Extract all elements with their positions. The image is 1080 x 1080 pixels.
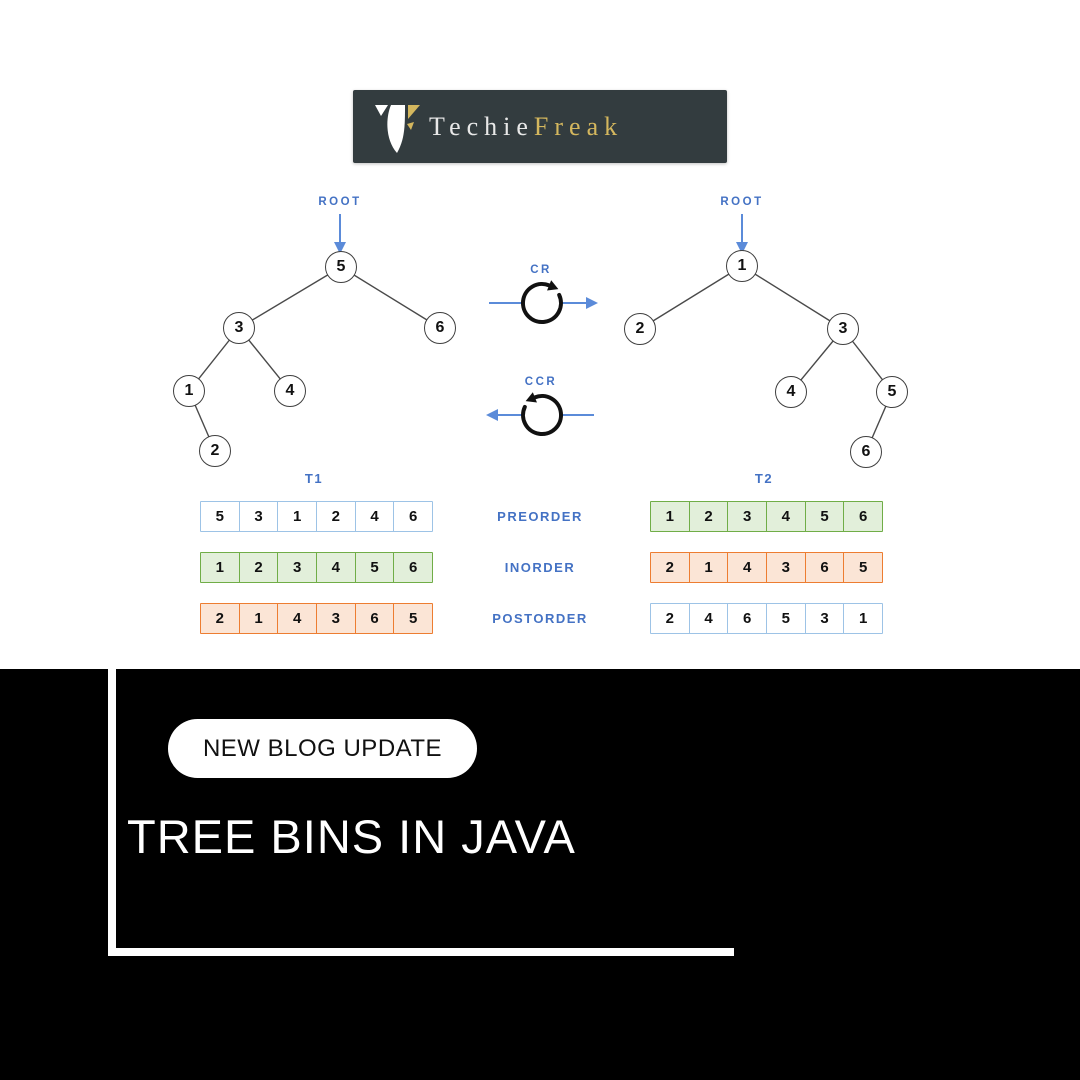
tree-node: 2 [199,435,231,467]
preorder-label: PREORDER [497,509,583,524]
t2-postorder-row: 2 4 6 5 3 1 [650,603,883,634]
tree-node: 1 [726,250,758,282]
page-title: TREE BINS IN JAVA [127,810,576,863]
seq-cell: 1 [201,553,240,582]
seq-cell: 6 [356,604,395,633]
postorder-label: POSTORDER [492,611,588,626]
brand-name-second: Freak [533,111,624,141]
seq-cell: 3 [806,604,845,633]
t2-inorder-row: 2 1 4 3 6 5 [650,552,883,583]
t1-inorder-row: 1 2 3 4 5 6 [200,552,433,583]
tree-node: 1 [173,375,205,407]
seq-cell: 3 [728,502,768,531]
seq-cell: 3 [278,553,318,582]
t1-root-label: ROOT [318,196,362,208]
t1-tree-edges [188,266,441,452]
techiefreak-logo: TechieFreak [353,90,727,163]
seq-cell: 5 [806,502,845,531]
seq-cell: 2 [651,604,690,633]
seq-cell: 2 [240,553,279,582]
tree-node: 6 [850,436,882,468]
t2-preorder-row: 1 2 3 4 5 6 [650,501,883,532]
seq-cell: 1 [859,610,868,627]
counterclockwise-rotation-icon [486,392,594,436]
t1-preorder-row: 5 3 1 2 4 6 [200,501,433,532]
seq-cell: 2 [201,604,240,633]
seq-cell: 5 [201,502,240,531]
seq-cell: 6 [409,559,418,576]
t2-root-arrow-icon [736,214,748,254]
seq-cell: 1 [690,553,729,582]
new-blog-badge-label: NEW BLOG UPDATE [202,734,443,762]
counterclockwise-rotation-label: CCR [524,376,558,388]
t1-postorder-row: 2 1 4 3 6 5 [200,603,433,634]
seq-cell: 1 [651,502,690,531]
tree-node: 5 [876,376,908,408]
seq-cell: 6 [728,604,768,633]
seq-cell: 4 [356,502,395,531]
seq-cell: 4 [278,604,318,633]
seq-cell: 4 [767,502,806,531]
seq-cell: 3 [317,604,356,633]
seq-cell: 4 [317,553,356,582]
tree-node: 6 [424,312,456,344]
seq-cell: 3 [767,553,806,582]
seq-cell: 6 [409,508,418,525]
seq-cell: 6 [806,553,845,582]
brand-name-first: Techie [429,111,534,141]
tree-node: 3 [827,313,859,345]
frame-horizontal-line [108,948,734,956]
t1-caption: T1 [304,471,324,486]
clockwise-rotation-label: CR [530,264,552,276]
seq-cell: 5 [859,559,868,576]
t1-root-arrow-icon [334,214,346,254]
tree-node: 2 [624,313,656,345]
tree-node: 4 [274,375,306,407]
t2-caption: T2 [754,471,774,486]
seq-cell: 4 [690,604,729,633]
seq-cell: 4 [728,553,768,582]
t2-tree-edges [639,265,893,453]
seq-cell: 5 [356,553,395,582]
frame-vertical-line [108,669,116,956]
seq-cell: 2 [317,502,356,531]
seq-cell: 5 [409,610,418,627]
seq-cell: 1 [240,604,279,633]
seq-cell: 2 [690,502,729,531]
seq-cell: 5 [767,604,806,633]
banner-area: NEW BLOG UPDATE TREE BINS IN JAVA [0,669,1080,1080]
techiefreak-logo-icon [365,95,429,159]
t2-root-label: ROOT [720,196,764,208]
seq-cell: 6 [859,508,868,525]
techiefreak-logo-text: TechieFreak [429,112,623,142]
clockwise-rotation-icon [489,280,598,324]
inorder-label: INORDER [504,560,576,575]
seq-cell: 1 [278,502,318,531]
tree-node: 3 [223,312,255,344]
seq-cell: 2 [651,553,690,582]
tree-node: 4 [775,376,807,408]
tree-node: 5 [325,251,357,283]
seq-cell: 3 [240,502,279,531]
new-blog-badge: NEW BLOG UPDATE [168,719,477,778]
